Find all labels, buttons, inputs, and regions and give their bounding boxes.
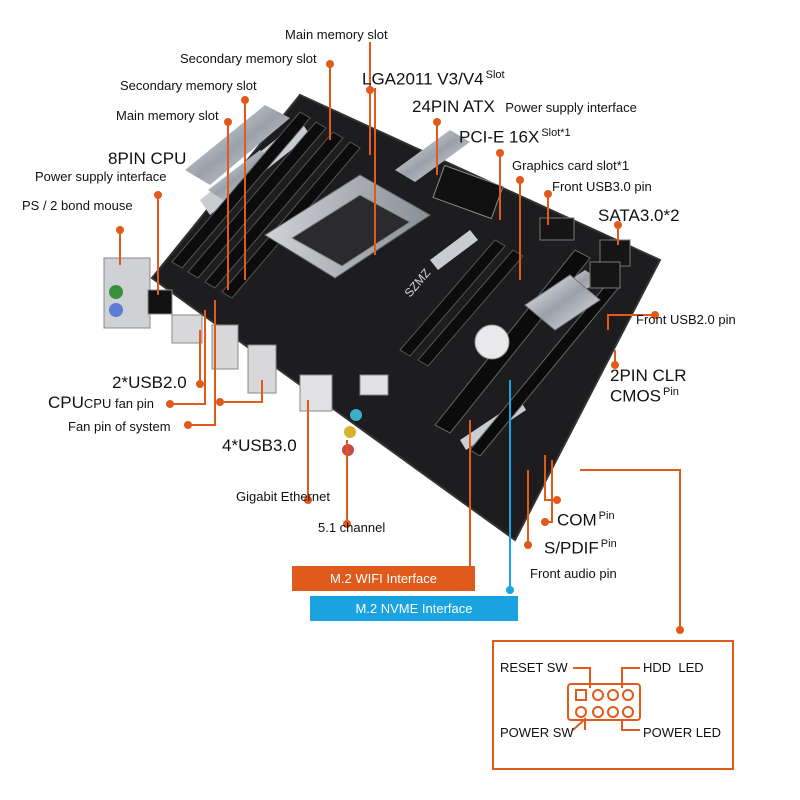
- banner-m2-wifi: M.2 WIFI Interface: [292, 566, 475, 591]
- sata-ports: [589, 239, 631, 289]
- label-ethernet: Gigabit Ethernet: [236, 489, 330, 504]
- label-graphics-slot: Graphics card slot*1: [512, 158, 630, 173]
- panel-label-hdd-led: HDD LED: [643, 660, 704, 675]
- label-front-usb3: Front USB3.0 pin: [552, 179, 652, 194]
- label-audio: 5.1 channel: [318, 520, 386, 535]
- cpu-socket: [264, 174, 431, 279]
- front-panel-box: [492, 640, 734, 770]
- atx-24pin-connector: [432, 164, 504, 220]
- label-front-audio: Front audio pin: [530, 566, 617, 581]
- leader-dots: [116, 60, 684, 634]
- label-cpu-power-line2: Power supply interface: [35, 169, 167, 184]
- chipset-heatsink: [524, 274, 601, 331]
- label-secondary-memory-slot-1: Secondary memory slot: [180, 51, 317, 66]
- cmos-battery: [474, 324, 510, 360]
- panel-label-reset-sw: RESET SW: [500, 660, 568, 675]
- label-main-memory-slot-left: Main memory slot: [116, 108, 219, 123]
- nvme-leader: [506, 380, 514, 594]
- label-main-memory-slot-top: Main memory slot: [285, 27, 388, 42]
- panel-label-power-led: POWER LED: [643, 725, 722, 740]
- label-usb2-rear: 2*USB2.0: [112, 373, 187, 392]
- label-cpu-fan: CPUCPU fan pin: [48, 393, 154, 412]
- label-sata: SATA3.0*2: [598, 206, 680, 225]
- label-front-usb2: Front USB2.0 pin: [636, 312, 736, 327]
- banner-m2-nvme: M.2 NVME Interface: [310, 596, 518, 621]
- rear-io-panel: [103, 257, 389, 456]
- front-usb3-header: [539, 217, 575, 241]
- label-secondary-memory-slot-2: Secondary memory slot: [120, 78, 257, 93]
- label-system-fan: Fan pin of system: [68, 419, 171, 434]
- memory-slots-right: [399, 239, 524, 367]
- leader-lines: [119, 42, 681, 630]
- label-cpu-power-line1: 8PIN CPU: [108, 149, 187, 168]
- label-ps2: PS / 2 bond mouse: [22, 198, 133, 213]
- panel-label-power-sw: POWER SW: [500, 725, 574, 740]
- label-clr-cmos-line1: 2PIN CLR: [610, 366, 687, 385]
- label-usb3-rear: 4*USB3.0: [222, 436, 297, 455]
- label-atx-power: 24PIN ATX Power supply interface: [412, 97, 637, 116]
